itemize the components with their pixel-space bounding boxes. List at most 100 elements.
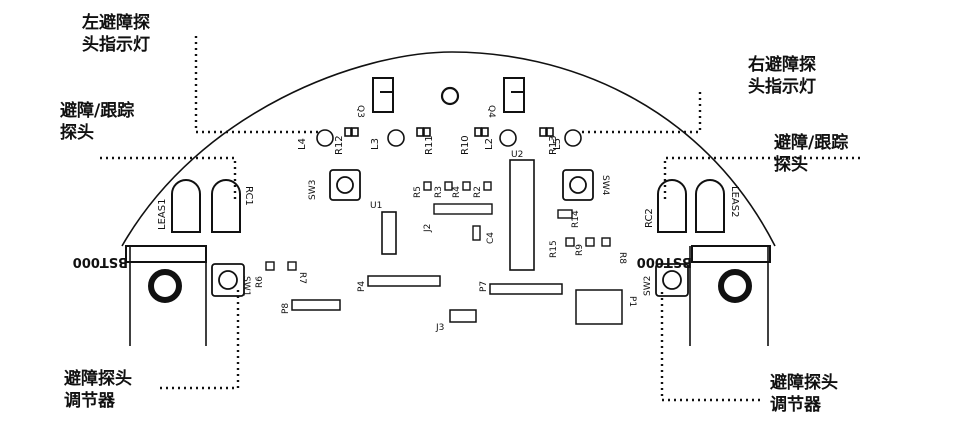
leader-right-indicator — [582, 92, 702, 134]
leader-right-sensor — [663, 156, 860, 200]
label-left-adjuster: 避障探头 调节器 — [64, 369, 132, 411]
q3-outline — [372, 77, 394, 113]
silk-l2: L2 — [484, 138, 495, 150]
silk-u1: U1 — [370, 201, 382, 211]
leader-left-indicator — [194, 36, 318, 134]
bst000-right-box — [691, 245, 771, 263]
pad-r5 — [423, 181, 432, 191]
silk-j3: J3 — [435, 323, 444, 333]
silk-r11: R11 — [424, 135, 435, 155]
sw4-outline — [562, 169, 594, 201]
rc1-outline — [211, 179, 241, 233]
p4-header — [367, 275, 441, 287]
pad-r13b — [546, 127, 554, 137]
silk-bst000-right: BST000 — [637, 254, 692, 269]
leader-left-sensor — [100, 156, 237, 200]
sw4-knob — [569, 176, 587, 194]
p7-header — [489, 283, 563, 295]
silk-sw3: SW3 — [308, 180, 318, 200]
mount-hole-left — [148, 269, 182, 303]
label-left-indicator: 左避障探 头指示灯 — [82, 13, 150, 55]
sw1-knob — [218, 270, 238, 290]
pad-r7 — [287, 261, 297, 271]
silk-r3: R3 — [434, 186, 444, 198]
pad-r9 — [585, 237, 595, 247]
pad-r12b — [351, 127, 359, 137]
leas2-outline — [695, 179, 725, 233]
pad-c4 — [472, 225, 481, 241]
leas1-outline — [171, 179, 201, 233]
sw2-knob — [662, 270, 682, 290]
pad-r13 — [539, 127, 547, 137]
silk-leas1: LEAS1 — [157, 199, 168, 230]
pad-r3 — [444, 181, 453, 191]
silk-r10: R10 — [460, 135, 471, 155]
silk-r12: R12 — [334, 135, 345, 155]
q4-outline — [503, 77, 525, 113]
u1-outline — [381, 211, 397, 255]
sw1-outline — [211, 263, 245, 297]
silk-p8: P8 — [281, 303, 291, 314]
led-l5 — [564, 129, 582, 147]
silk-bst000-left: BST000 — [73, 254, 128, 269]
label-right-sensor: 避障/跟踪 探头 — [774, 133, 849, 175]
led-l4 — [316, 129, 334, 147]
mounting-hole — [440, 86, 460, 106]
silk-u2: U2 — [511, 150, 523, 160]
u2-outline — [509, 159, 535, 271]
pad-r11 — [416, 127, 424, 137]
sw2-outline — [655, 263, 689, 297]
j2-header — [433, 203, 493, 215]
silk-l3: L3 — [370, 138, 381, 150]
p1-chip — [575, 289, 623, 325]
bst000-left-box — [125, 245, 207, 263]
silk-rc2: RC2 — [644, 208, 655, 228]
silk-rc1: RC1 — [243, 186, 254, 206]
silk-sw1: SW1 — [241, 276, 251, 296]
j3-header — [449, 309, 477, 323]
leader-right-adjuster — [660, 290, 760, 402]
silk-r13: R13 — [548, 135, 559, 155]
silk-q3: Q3 — [355, 105, 365, 118]
pad-r15 — [565, 237, 575, 247]
sw3-outline — [329, 169, 361, 201]
pad-r4 — [462, 181, 471, 191]
leader-left-adjuster — [160, 290, 240, 390]
silk-p7: P7 — [479, 281, 489, 292]
pad-r10 — [474, 127, 482, 137]
pad-r14 — [557, 209, 573, 219]
pad-r11b — [423, 127, 431, 137]
silk-r7: R7 — [297, 272, 307, 284]
silk-r5: R5 — [413, 186, 423, 198]
pad-r12 — [344, 127, 352, 137]
pad-r10b — [481, 127, 489, 137]
silk-l4: L4 — [297, 138, 308, 150]
silk-r15: R15 — [549, 240, 559, 258]
silk-l5: L5 — [552, 138, 563, 150]
board-outline — [121, 51, 776, 247]
label-right-adjuster: 避障探头 调节器 — [770, 373, 838, 415]
pad-r8 — [601, 237, 611, 247]
silk-r14: R14 — [571, 210, 581, 228]
led-l3 — [387, 129, 405, 147]
mount-hole-right — [718, 269, 752, 303]
led-l2 — [499, 129, 517, 147]
silk-leas2: LEAS2 — [729, 186, 740, 217]
silk-sw2: SW2 — [643, 276, 653, 296]
pad-r2 — [483, 181, 492, 191]
label-left-sensor: 避障/跟踪 探头 — [60, 101, 135, 143]
sw3-knob — [336, 176, 354, 194]
silk-r8: R8 — [617, 252, 627, 264]
silk-p1: P1 — [627, 296, 637, 307]
silk-sw4: SW4 — [600, 175, 610, 196]
silk-r9: R9 — [575, 244, 585, 256]
silk-r4: R4 — [452, 186, 462, 198]
silk-j2: J2 — [423, 224, 433, 233]
rc2-outline — [657, 179, 687, 233]
silk-p4: P4 — [357, 281, 367, 292]
label-right-indicator: 右避障探 头指示灯 — [748, 55, 816, 97]
silk-q4: Q4 — [486, 105, 496, 118]
silk-r2: R2 — [473, 186, 483, 198]
silk-r6: R6 — [255, 276, 265, 288]
